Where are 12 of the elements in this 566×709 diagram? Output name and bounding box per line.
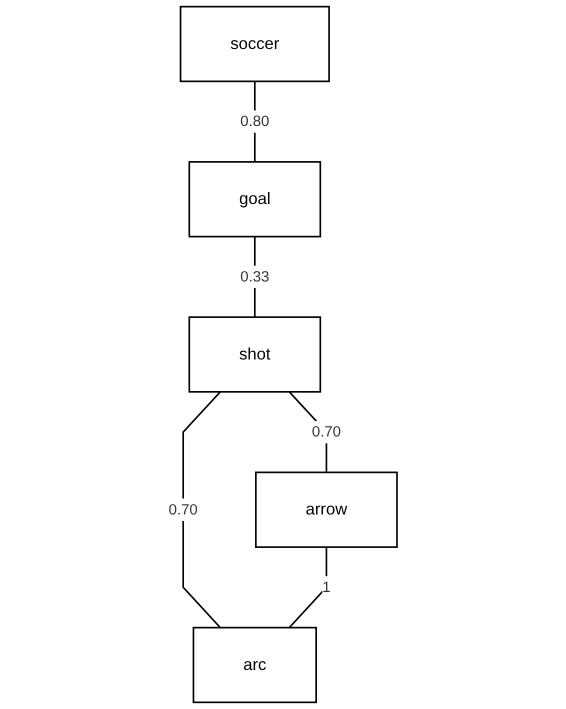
node-box: arrow xyxy=(255,472,398,548)
edge-label: 0.70 xyxy=(312,423,342,440)
edge-label: 0.33 xyxy=(240,268,270,285)
connector xyxy=(182,391,222,628)
edge-label: 0.70 xyxy=(168,501,198,518)
connector xyxy=(288,547,328,628)
node-box: goal xyxy=(188,161,322,238)
edge-label: 0.80 xyxy=(240,112,270,130)
node-box: soccer xyxy=(180,6,330,82)
node-box: arc xyxy=(192,626,318,704)
edge-label: 1 xyxy=(322,578,331,596)
node-box: shot xyxy=(188,316,322,393)
